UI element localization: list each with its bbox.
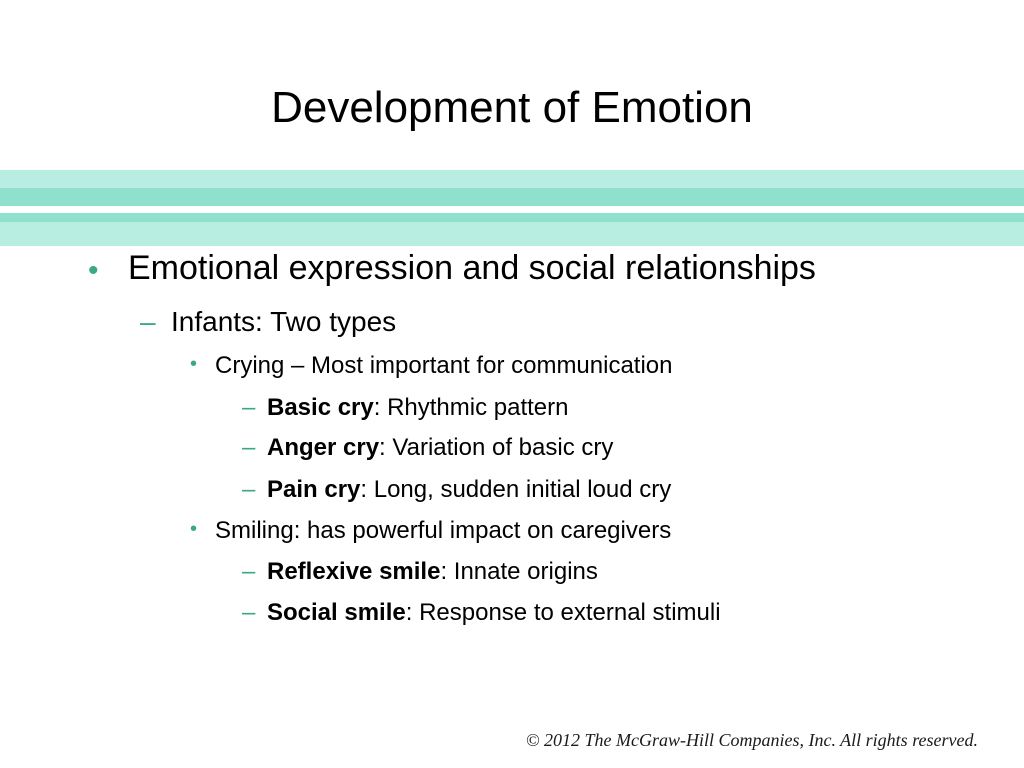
dash-marker: – bbox=[242, 476, 256, 503]
subitem-infants: Infants: Two types bbox=[171, 306, 397, 337]
dash-marker: – bbox=[242, 599, 256, 626]
item-basic-cry: Basic cry: Rhythmic pattern bbox=[267, 394, 569, 422]
term-anger-cry: Anger cry bbox=[267, 434, 380, 461]
dash-marker: – bbox=[242, 558, 256, 585]
decorative-band-gap bbox=[0, 206, 1024, 213]
term-basic-cry: Basic cry bbox=[267, 394, 374, 421]
bullet-marker: • bbox=[190, 353, 198, 375]
bullet-marker: • bbox=[190, 518, 198, 540]
desc-basic-cry: : Rhythmic pattern bbox=[373, 394, 569, 421]
decorative-band-lower-mid bbox=[0, 213, 1024, 222]
desc-pain-cry: : Long, sudden initial loud cry bbox=[360, 476, 672, 503]
bullet-smiling: Smiling: has powerful impact on caregive… bbox=[215, 517, 672, 544]
term-social-smile: Social smile bbox=[267, 599, 406, 626]
item-social-smile: Social smile: Response to external stimu… bbox=[267, 599, 721, 627]
desc-social-smile: : Response to external stimuli bbox=[405, 599, 721, 626]
dash-marker: – bbox=[242, 434, 256, 461]
dash-marker: – bbox=[140, 306, 156, 337]
item-reflexive-smile: Reflexive smile: Innate origins bbox=[267, 558, 598, 586]
decorative-band-upper-mid bbox=[0, 188, 1024, 206]
bullet-marker: • bbox=[88, 254, 99, 287]
term-reflexive-smile: Reflexive smile bbox=[267, 558, 441, 585]
copyright-footer: © 2012 The McGraw-Hill Companies, Inc. A… bbox=[525, 730, 978, 750]
dash-marker: – bbox=[242, 394, 256, 421]
desc-reflexive-smile: : Innate origins bbox=[440, 558, 598, 585]
decorative-band-top bbox=[0, 170, 1024, 188]
item-pain-cry: Pain cry: Long, sudden initial loud cry bbox=[267, 476, 671, 504]
bullet-crying: Crying – Most important for communicatio… bbox=[215, 352, 673, 379]
slide-title: Development of Emotion bbox=[271, 83, 753, 132]
decorative-band-bottom bbox=[0, 222, 1024, 246]
desc-anger-cry: : Variation of basic cry bbox=[379, 434, 614, 461]
term-pain-cry: Pain cry bbox=[267, 476, 361, 503]
bullet-emotional-expression: Emotional expression and social relation… bbox=[128, 249, 816, 287]
item-anger-cry: Anger cry: Variation of basic cry bbox=[267, 434, 613, 462]
